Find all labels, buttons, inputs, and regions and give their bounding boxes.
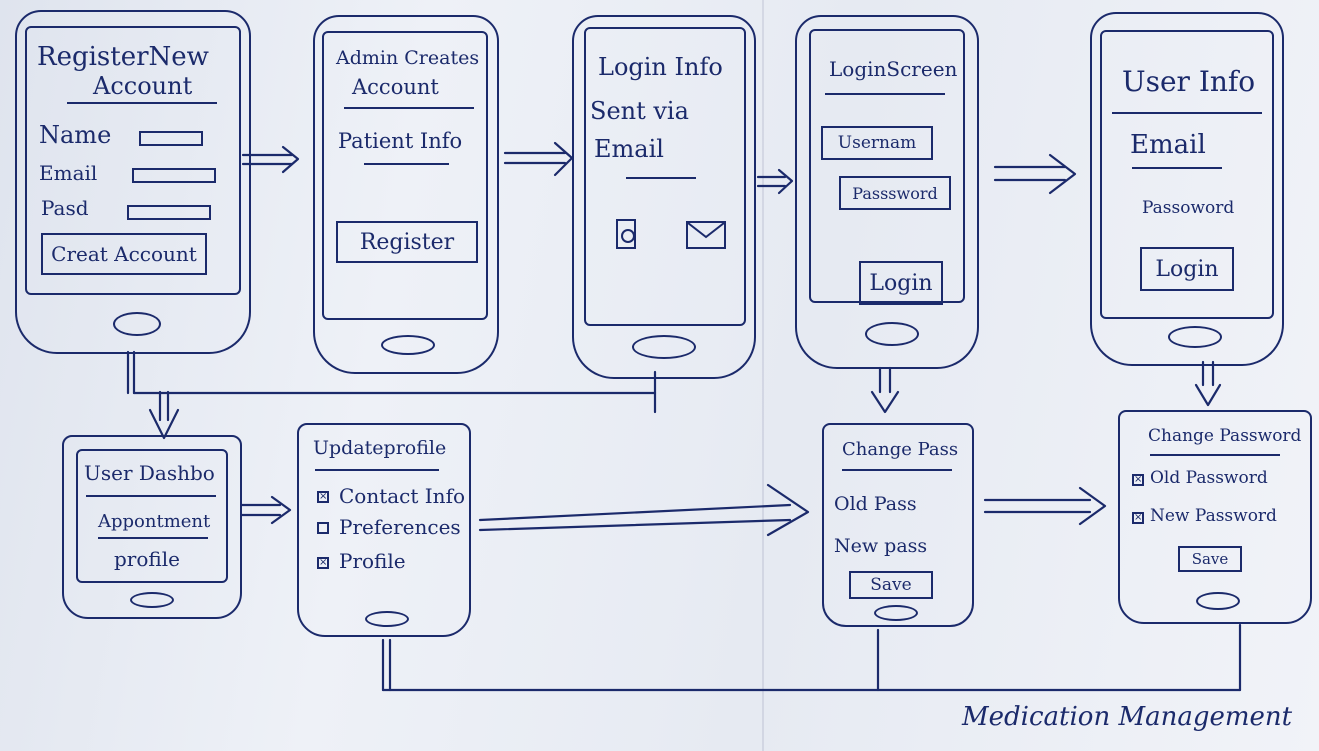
admin-subtitle-underline: [364, 163, 449, 165]
mail-icon: [686, 221, 726, 249]
changepass-title: Change Pass: [842, 439, 959, 460]
register-label-email: Email: [39, 161, 98, 185]
option-preferences: Preferences: [339, 515, 461, 539]
arrow-logininfo-to-login: [756, 168, 794, 195]
logininfo-title: Login Info: [598, 53, 723, 81]
create-account-button[interactable]: Creat Account: [41, 233, 207, 275]
option-contact-info: Contact Info: [339, 484, 466, 508]
updateprofile-title: Updateprofile: [313, 437, 447, 459]
admin-title-line2: Account: [352, 75, 439, 99]
phone-change-password: Change Password × Old Password × New Pas…: [1118, 410, 1312, 624]
home-button[interactable]: [632, 335, 696, 359]
login-button[interactable]: Login: [1140, 247, 1234, 291]
home-button[interactable]: [1168, 326, 1222, 348]
admin-title-underline: [344, 107, 474, 109]
phone-login-info: Login Info Sent via Email: [572, 15, 756, 379]
login-title-underline: [825, 93, 945, 95]
screen-login-info: Login Info Sent via Email: [584, 27, 746, 326]
changepass-old: Old Pass: [834, 493, 917, 515]
option-old-password: Old Password: [1150, 468, 1268, 488]
home-button[interactable]: [381, 335, 435, 355]
phone-admin: Admin Creates Account Patient Info Regis…: [313, 15, 499, 374]
password-input[interactable]: Passsword: [839, 176, 951, 210]
updateprofile-title-underline: [315, 469, 439, 471]
logininfo-underline: [626, 177, 696, 179]
phone-update-profile: Updateprofile × Contact Info Preferences…: [297, 423, 471, 637]
register-pass-field[interactable]: [127, 205, 211, 220]
arrow-register-to-admin: [241, 145, 300, 174]
register-email-field[interactable]: [132, 168, 216, 183]
userinfo-password: Passoword: [1142, 198, 1235, 218]
arrow-changepass-to-changepassword: [983, 486, 1107, 526]
save-button[interactable]: Save: [849, 571, 933, 599]
register-name-field[interactable]: [139, 131, 203, 146]
phone-register: RegisterNew Account Name Email Pasd Crea…: [15, 10, 251, 354]
phone-icon: [616, 219, 636, 249]
connector-medication-management: [381, 623, 1242, 692]
screen-admin: Admin Creates Account Patient Info Regis…: [322, 31, 488, 320]
userinfo-email-underline: [1132, 167, 1222, 169]
dashboard-title: User Dashbo: [84, 461, 215, 485]
phone-change-pass: Change Pass Old Pass New pass Save: [822, 423, 974, 627]
userinfo-email: Email: [1130, 130, 1206, 160]
screen-register: RegisterNew Account Name Email Pasd Crea…: [25, 26, 241, 295]
arrow-userinfo-to-changepassword: [1194, 360, 1222, 407]
home-button[interactable]: [874, 605, 918, 621]
logininfo-line1: Sent via: [590, 97, 689, 125]
arrow-login-to-userinfo: [993, 153, 1077, 195]
register-label-pass: Pasd: [41, 196, 89, 220]
home-button[interactable]: [113, 312, 161, 336]
dashboard-title-underline: [86, 495, 216, 497]
checkbox-new-password[interactable]: ×: [1132, 512, 1144, 524]
changepassword-title: Change Password: [1148, 426, 1302, 446]
register-title-line2: Account: [93, 72, 193, 100]
userinfo-title-underline: [1112, 112, 1262, 114]
arrow-register-to-dashboard: [126, 350, 180, 440]
phone-dashboard: User Dashbo Appontment profile: [62, 435, 242, 619]
screen-user-info: User Info Email Passoword Login: [1100, 30, 1274, 319]
logininfo-line2: Email: [594, 135, 664, 163]
register-button[interactable]: Register: [336, 221, 478, 263]
register-title-line1: RegisterNew: [37, 42, 209, 72]
phone-user-info: User Info Email Passoword Login: [1090, 12, 1284, 366]
home-button[interactable]: [365, 611, 409, 627]
screen-login: LoginScreen Usernam Passsword Login: [809, 29, 965, 305]
option-new-password: New Password: [1150, 506, 1277, 526]
dashboard-item-underline: [98, 537, 208, 539]
home-button[interactable]: [130, 592, 174, 608]
arrow-dashboard-to-updateprofile: [240, 495, 292, 525]
phone-login: LoginScreen Usernam Passsword Login: [795, 15, 979, 369]
checkbox-profile[interactable]: ×: [317, 557, 329, 569]
save-button[interactable]: Save: [1178, 546, 1242, 572]
changepass-title-underline: [842, 469, 952, 471]
option-profile: Profile: [339, 549, 406, 573]
paper-fold: [762, 0, 764, 751]
register-label-name: Name: [39, 121, 112, 149]
checkbox-preferences[interactable]: [317, 522, 329, 534]
arrow-admin-to-logininfo: [503, 141, 574, 177]
changepass-new: New pass: [834, 535, 928, 557]
changepassword-title-underline: [1150, 454, 1280, 456]
admin-title-line1: Admin Creates: [336, 47, 480, 69]
arrow-updateprofile-to-changepass: [478, 483, 810, 537]
checkbox-old-password[interactable]: ×: [1132, 474, 1144, 486]
home-button[interactable]: [1196, 592, 1240, 610]
dashboard-profile-link[interactable]: profile: [114, 547, 180, 571]
userinfo-title: User Info: [1122, 65, 1256, 98]
dashboard-appointment-link[interactable]: Appontment: [98, 511, 211, 532]
register-title-underline: [67, 102, 217, 104]
login-button[interactable]: Login: [859, 261, 943, 305]
admin-subtitle: Patient Info: [338, 129, 463, 153]
connector-logininfo-to-dashboard: [132, 370, 657, 395]
home-button[interactable]: [865, 322, 919, 346]
arrow-login-to-changepass: [870, 366, 900, 414]
username-input[interactable]: Usernam: [821, 126, 933, 160]
medication-management-label: Medication Management: [962, 702, 1293, 732]
screen-dashboard: User Dashbo Appontment profile: [76, 449, 228, 583]
checkbox-contact-info[interactable]: ×: [317, 491, 329, 503]
login-title: LoginScreen: [829, 57, 958, 81]
